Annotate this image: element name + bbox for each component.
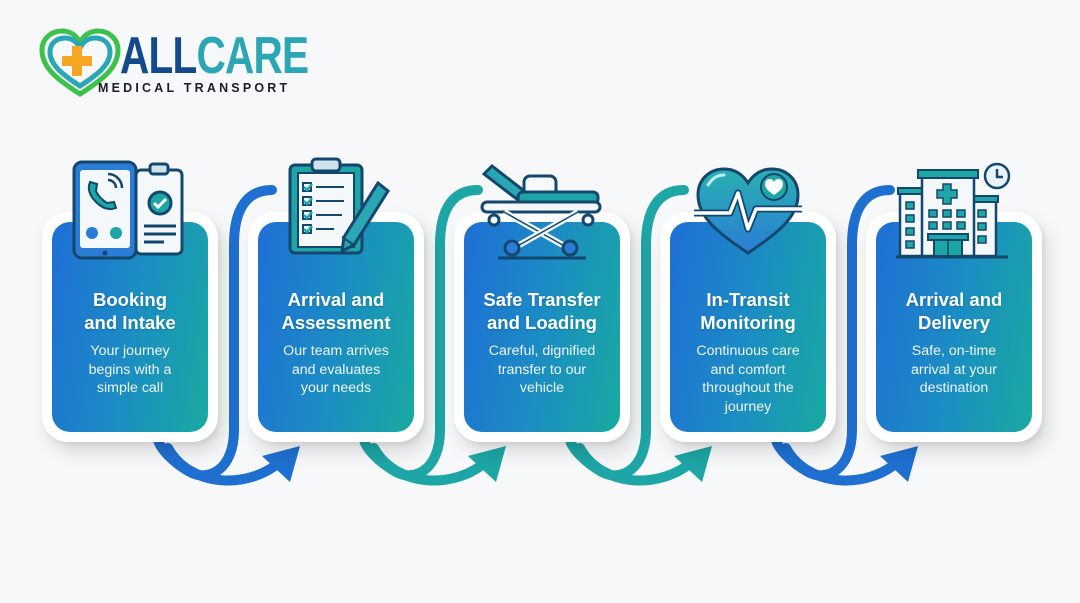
step-desc-line: throughout the: [702, 380, 794, 396]
logo-subtitle: MEDICAL TRANSPORT: [98, 81, 291, 95]
step-description: Careful, dignified transfer to our vehic…: [470, 342, 614, 398]
step-desc-line: Your journey: [90, 343, 170, 359]
step-desc-line: vehicle: [519, 380, 565, 396]
step-card-booking: Booking and Intake Your journey begins w…: [42, 212, 218, 442]
step-title-line: and Intake: [84, 312, 176, 333]
heart-cross-icon: [39, 28, 121, 97]
step-desc-line: transfer to our: [497, 361, 587, 378]
checklist-pencil-icon: [288, 157, 390, 255]
step-title-line: Arrival and: [287, 289, 385, 310]
step-title-line: Delivery: [918, 312, 990, 333]
step-desc-line: Careful, dignified: [488, 343, 596, 359]
step-desc-line: Safe, on-time: [911, 343, 997, 359]
heartbeat-icon: [694, 167, 802, 255]
step-desc-line: Our team arrives: [283, 343, 389, 359]
step-title: Safe Transfer and Loading: [470, 288, 614, 334]
logo-word-all: ALL: [120, 27, 197, 85]
step-desc-line: simple call: [96, 380, 164, 396]
hospital-clock-icon: [896, 162, 1011, 259]
step-description: Your journey begins with a simple call: [58, 342, 202, 398]
step-desc-line: your needs: [300, 380, 372, 396]
step-title-line: Monitoring: [700, 312, 796, 333]
step-card-body: In-Transit Monitoring Continuous care an…: [670, 222, 826, 432]
step-description: Continuous care and comfort throughout t…: [676, 342, 820, 416]
step-desc-line: begins with a: [88, 361, 172, 378]
step-title: Booking and Intake: [58, 288, 202, 334]
step-title-line: In-Transit: [706, 289, 790, 310]
logo-word-care: CARE: [196, 27, 310, 85]
step-title-line: Booking: [93, 289, 167, 310]
phone-clipboard-icon: [72, 160, 184, 260]
step-title-line: and Loading: [487, 312, 597, 333]
step-title: Arrival and Delivery: [882, 288, 1026, 334]
step-desc-line: arrival at your: [911, 361, 997, 378]
step-desc-line: Continuous care: [696, 343, 800, 359]
step-title-line: Arrival and: [905, 289, 1003, 310]
step-desc-line: and comfort: [710, 361, 786, 378]
step-card-body: Arrival and Assessment Our team arrives …: [258, 222, 414, 432]
step-desc-line: journey: [724, 398, 772, 415]
step-card-assessment: Arrival and Assessment Our team arrives …: [248, 212, 424, 442]
stretcher-icon: [480, 164, 602, 260]
step-title: In-Transit Monitoring: [676, 288, 820, 334]
step-desc-line: and evaluates: [291, 361, 381, 378]
step-description: Our team arrives and evaluates your need…: [264, 342, 408, 398]
logo-wordmark: ALLCARE: [120, 27, 310, 85]
step-title-line: Safe Transfer: [483, 289, 601, 310]
step-title: Arrival and Assessment: [264, 288, 408, 334]
step-title-line: Assessment: [281, 312, 391, 333]
step-desc-line: destination: [919, 380, 989, 396]
logo: ALLCARE MEDICAL TRANSPORT: [38, 28, 309, 100]
step-card-transfer: Safe Transfer and Loading Careful, digni…: [454, 212, 630, 442]
step-description: Safe, on-time arrival at your destinatio…: [882, 342, 1026, 398]
